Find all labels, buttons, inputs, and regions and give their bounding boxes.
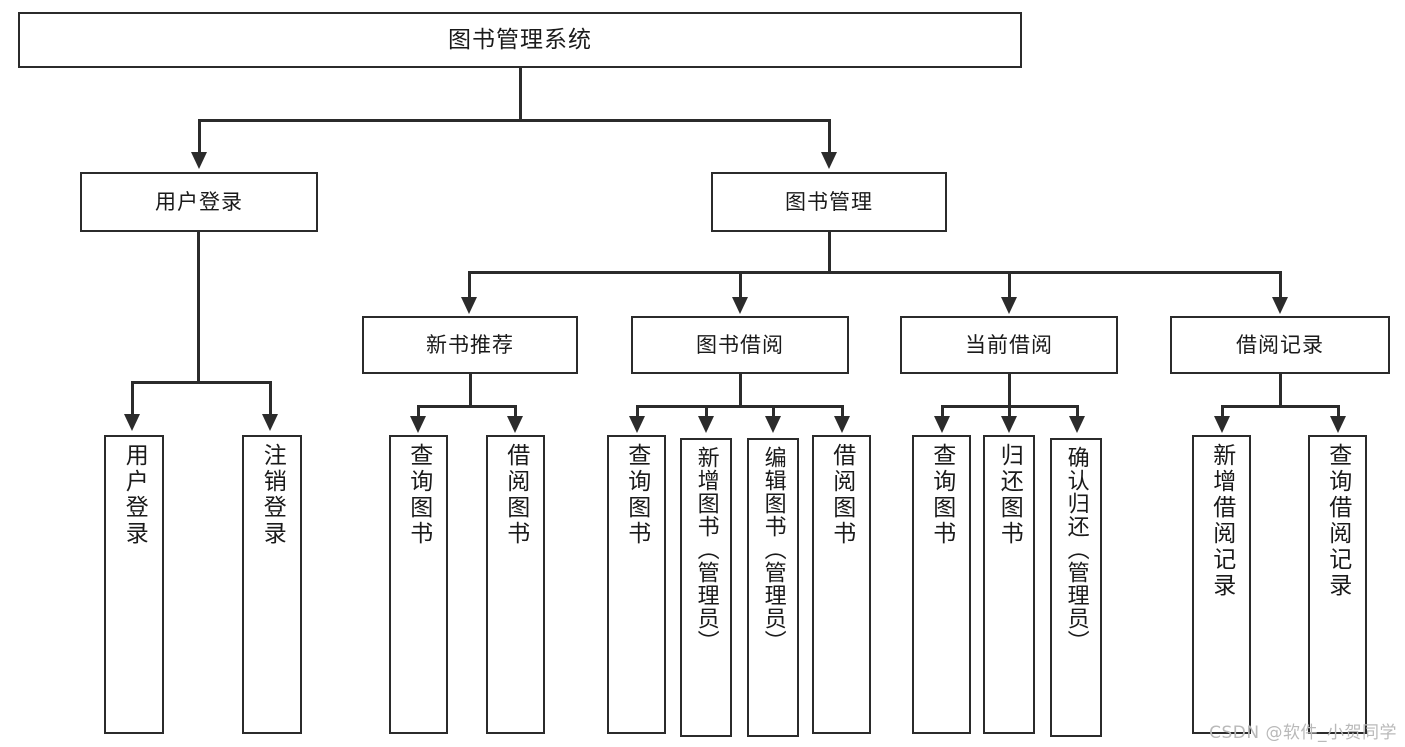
- node-borrow-record[interactable]: 借阅记录: [1170, 316, 1390, 374]
- connector-book-borrow-to-leaf-2: [705, 405, 708, 417]
- connector-book-borrow-to-leaf-1: [636, 405, 639, 417]
- node-user-login[interactable]: 用户登录: [80, 172, 318, 232]
- arrowhead-new-book-rec: [461, 297, 477, 314]
- arrowhead-leaf-query-book-3: [934, 416, 950, 433]
- node-label: 确认归还（管理员）: [1063, 446, 1089, 653]
- connector-book-manage-to-borrow-record: [1279, 271, 1282, 298]
- node-label: 借阅记录: [1236, 332, 1324, 357]
- arrowhead-leaf-add-record: [1214, 416, 1230, 433]
- node-label: 用户登录: [155, 189, 243, 214]
- leaf-node-add-book[interactable]: 新增图书（管理员）: [680, 438, 732, 737]
- arrowhead-leaf-return-book: [1001, 416, 1017, 433]
- node-book-borrow[interactable]: 图书借阅: [631, 316, 849, 374]
- node-label: 注销登录: [259, 443, 286, 547]
- arrowhead-leaf-borrow-book-2: [834, 416, 850, 433]
- connector-root-bus: [198, 119, 831, 122]
- connector-root-stem: [519, 68, 522, 120]
- connector-user-login-to-leaf-2: [269, 381, 272, 415]
- connector-borrow-record-bus: [1221, 405, 1339, 408]
- node-label: 新增图书（管理员）: [693, 446, 719, 653]
- arrowhead-book-manage: [821, 152, 837, 169]
- node-label: 借阅图书: [828, 443, 855, 547]
- leaf-node-user-login[interactable]: 用户登录: [104, 435, 164, 734]
- node-label: 新增借阅记录: [1208, 443, 1235, 599]
- connector-book-borrow-stem: [739, 374, 742, 406]
- leaf-node-confirm-return[interactable]: 确认归还（管理员）: [1050, 438, 1102, 737]
- node-current-borrow[interactable]: 当前借阅: [900, 316, 1118, 374]
- arrowhead-borrow-record: [1272, 297, 1288, 314]
- connector-new-book-rec-stem: [469, 374, 472, 406]
- node-label: 图书管理系统: [448, 26, 592, 53]
- connector-root-to-user-login: [198, 119, 201, 154]
- leaf-node-add-borrow-record[interactable]: 新增借阅记录: [1192, 435, 1251, 734]
- arrowhead-leaf-query-book-2: [629, 416, 645, 433]
- connector-book-manage-to-new-book-rec: [468, 271, 471, 298]
- arrowhead-leaf-query-record: [1330, 416, 1346, 433]
- node-label: 图书借阅: [696, 332, 784, 357]
- arrowhead-leaf-confirm-return: [1069, 416, 1085, 433]
- arrowhead-user-login: [191, 152, 207, 169]
- connector-new-book-rec-to-leaf-1: [417, 405, 420, 417]
- connector-new-book-rec-to-leaf-2: [514, 405, 517, 417]
- leaf-node-logout-login[interactable]: 注销登录: [242, 435, 302, 734]
- connector-book-borrow-to-leaf-3: [772, 405, 775, 417]
- connector-current-borrow-stem: [1008, 374, 1011, 406]
- arrowhead-leaf-add-book: [698, 416, 714, 433]
- node-label: 编辑图书（管理员）: [760, 446, 786, 653]
- node-label: 归还图书: [996, 443, 1023, 547]
- leaf-node-query-book-1[interactable]: 查询图书: [389, 435, 448, 734]
- arrowhead-book-borrow: [732, 297, 748, 314]
- node-book-management[interactable]: 图书管理: [711, 172, 947, 232]
- connector-current-borrow-to-leaf-3: [1076, 405, 1079, 417]
- node-new-book-recommend[interactable]: 新书推荐: [362, 316, 578, 374]
- connector-book-manage-bus: [468, 271, 1280, 274]
- node-label: 查询图书: [928, 443, 955, 547]
- leaf-node-borrow-book-1[interactable]: 借阅图书: [486, 435, 545, 734]
- connector-borrow-record-to-leaf-2: [1337, 405, 1340, 417]
- arrowhead-leaf-user-login: [124, 414, 140, 431]
- connector-user-login-stem: [197, 232, 200, 382]
- leaf-node-borrow-book-2[interactable]: 借阅图书: [812, 435, 871, 734]
- node-label: 查询图书: [623, 443, 650, 547]
- node-label: 借阅图书: [502, 443, 529, 547]
- connector-borrow-record-stem: [1279, 374, 1282, 406]
- connector-current-borrow-to-leaf-1: [941, 405, 944, 417]
- arrowhead-leaf-logout-login: [262, 414, 278, 431]
- leaf-node-query-book-2[interactable]: 查询图书: [607, 435, 666, 734]
- node-label: 图书管理: [785, 189, 873, 214]
- connector-user-login-bus: [131, 381, 270, 384]
- node-root-book-management-system[interactable]: 图书管理系统: [18, 12, 1022, 68]
- arrowhead-leaf-query-book-1: [410, 416, 426, 433]
- connector-user-login-to-leaf-1: [131, 381, 134, 415]
- leaf-node-return-book[interactable]: 归还图书: [983, 435, 1035, 734]
- arrowhead-leaf-edit-book: [765, 416, 781, 433]
- connector-book-borrow-bus: [636, 405, 843, 408]
- connector-borrow-record-to-leaf-1: [1221, 405, 1224, 417]
- leaf-node-edit-book[interactable]: 编辑图书（管理员）: [747, 438, 799, 737]
- csdn-watermark: CSDN @软件_小贺同学: [1209, 723, 1397, 743]
- node-label: 查询借阅记录: [1324, 443, 1351, 599]
- leaf-node-query-borrow-record[interactable]: 查询借阅记录: [1308, 435, 1367, 734]
- node-label: 用户登录: [121, 443, 148, 547]
- connector-book-manage-stem: [828, 232, 831, 272]
- arrowhead-current-borrow: [1001, 297, 1017, 314]
- connector-book-borrow-to-leaf-4: [841, 405, 844, 417]
- node-label: 当前借阅: [965, 332, 1053, 357]
- node-label: 查询图书: [405, 443, 432, 547]
- connector-root-to-book-manage: [828, 119, 831, 154]
- connector-book-manage-to-book-borrow: [739, 271, 742, 298]
- leaf-node-query-book-3[interactable]: 查询图书: [912, 435, 971, 734]
- connector-book-manage-to-current-borrow: [1008, 271, 1011, 298]
- node-label: 新书推荐: [426, 332, 514, 357]
- arrowhead-leaf-borrow-book-1: [507, 416, 523, 433]
- connector-new-book-rec-bus: [417, 405, 516, 408]
- connector-current-borrow-to-leaf-2: [1008, 405, 1011, 417]
